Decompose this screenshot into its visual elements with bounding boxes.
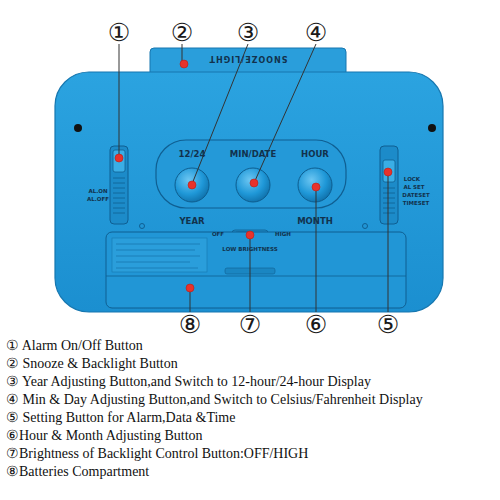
clock-body: [55, 72, 443, 312]
callout-number: ⑤: [377, 312, 399, 337]
callout-number: ⑦: [239, 312, 261, 337]
switch-label: DATESET: [402, 193, 429, 199]
leader-lines: [119, 44, 388, 312]
switch-ribs: [383, 188, 395, 213]
callout-number: ⑧: [179, 312, 201, 337]
battery-cover: [106, 232, 406, 308]
description-line: ⑦Brightness of Backlight Control Button:…: [6, 447, 308, 461]
setting-switch: [380, 146, 398, 224]
side-hole: [74, 124, 82, 132]
callout-number: ⑥: [305, 312, 327, 337]
switch-label: LOCK: [404, 177, 420, 183]
button-label: MIN/DATE: [230, 150, 276, 159]
screw-hole: [363, 224, 368, 229]
button-label: SNOOZE/LIGHT: [208, 54, 287, 62]
description-line: ② Snooze & Backlight Button: [6, 357, 178, 371]
callout-number: ②: [171, 20, 193, 45]
description-line: ③ Year Adjusting Button,and Switch to 12…: [6, 375, 371, 389]
switch-label: AL.OFF: [87, 197, 109, 203]
button-label: YEAR: [179, 217, 204, 226]
button: [298, 168, 332, 202]
description-line: ④ Min & Day Adjusting Button,and Switch …: [6, 393, 423, 407]
description-line: ⑧Batteries Compartment: [6, 465, 149, 479]
button: [175, 168, 209, 202]
switch-label: LOW BRIGHTNESS: [219, 246, 281, 252]
side-hole: [428, 124, 436, 132]
target-dots: [115, 60, 392, 292]
button: [236, 168, 270, 202]
button-panel: [156, 140, 346, 208]
description-line: ⑤ Setting Button for Alarm,Data &Time: [6, 411, 235, 425]
screw-hole: [140, 224, 145, 229]
description-line: ⑥Hour & Month Adjusting Button: [6, 429, 203, 443]
switch-label: AL.ON: [88, 189, 107, 195]
sticker-lines: [116, 244, 200, 268]
switch-slider: [383, 160, 395, 182]
callout-number: ④: [305, 20, 327, 45]
callout-number: ③: [237, 20, 259, 45]
switch-label: AL SET: [403, 185, 424, 191]
cover-groove: [106, 276, 406, 277]
switch-label: HIGH: [275, 232, 291, 238]
label-sticker: [112, 238, 207, 272]
description-line: ① Alarm On/Off Button: [6, 339, 143, 353]
button-label: HOUR: [301, 150, 329, 159]
callout-number: ①: [108, 20, 130, 45]
switch-label: OFF: [212, 232, 224, 238]
switch-label: TIMESET: [403, 201, 430, 207]
switch-ribs: [113, 178, 125, 213]
button-label: 12/24: [179, 150, 206, 159]
alarm-switch: [110, 146, 128, 224]
button-label: MONTH: [297, 217, 333, 226]
